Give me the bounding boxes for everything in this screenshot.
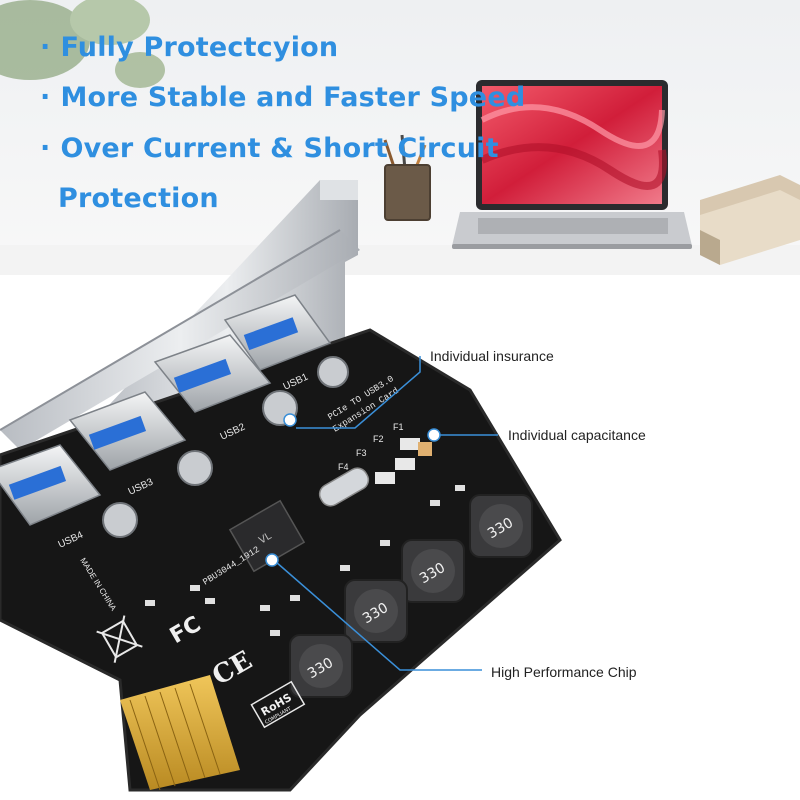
callout-individual-capacitance: Individual capacitance — [508, 427, 646, 443]
feature-line-4: Protection — [58, 183, 219, 214]
weee-bin-icon — [96, 615, 143, 663]
inductor — [344, 579, 408, 643]
feature-text-4: Protection — [58, 183, 219, 214]
bullet-dot: · — [40, 82, 51, 113]
fuse-label-f1: F1 — [393, 422, 404, 432]
crystal — [318, 467, 370, 507]
callout-line-capacitance — [427, 428, 498, 442]
bullet-dot: · — [40, 32, 51, 63]
fuse-label-f3: F3 — [356, 448, 367, 458]
feature-line-3: · Over Current & Short Circuit — [40, 133, 499, 164]
laptop-icon — [452, 80, 692, 249]
feature-text-3: Over Current & Short Circuit — [60, 133, 499, 164]
callout-high-performance-chip: High Performance Chip — [491, 664, 637, 680]
main-chip: VL — [228, 499, 306, 573]
plant-icon — [0, 0, 165, 88]
feature-text-1: Fully Protectcyion — [60, 32, 339, 63]
table-surface — [0, 245, 800, 275]
bullet-dot: · — [40, 133, 51, 164]
callout-individual-insurance: Individual insurance — [430, 348, 554, 364]
usb-port-4 — [223, 294, 332, 371]
fuse-group — [375, 438, 432, 484]
feature-line-1: · Fully Protectcyion — [40, 32, 338, 63]
inductor — [289, 634, 353, 698]
usb-port-3 — [153, 334, 272, 413]
inductor — [401, 539, 465, 603]
fuse-label-f4: F4 — [338, 462, 349, 472]
callout-line-chip — [265, 553, 482, 671]
rohs-badge — [250, 680, 306, 729]
feature-line-2: · More Stable and Faster Speed — [40, 82, 525, 113]
pcie-connector — [120, 675, 240, 791]
feature-text-2: More Stable and Faster Speed — [60, 82, 526, 113]
books-icon — [700, 175, 800, 265]
pencil-cup-icon — [383, 134, 431, 221]
usb-port-2 — [68, 391, 187, 471]
inductor — [469, 494, 533, 558]
callout-line-insurance — [283, 356, 421, 429]
smd-components — [145, 485, 465, 636]
fuse-label-f2: F2 — [373, 434, 384, 444]
capacitor — [102, 356, 349, 538]
usb-port-1 — [0, 444, 102, 526]
